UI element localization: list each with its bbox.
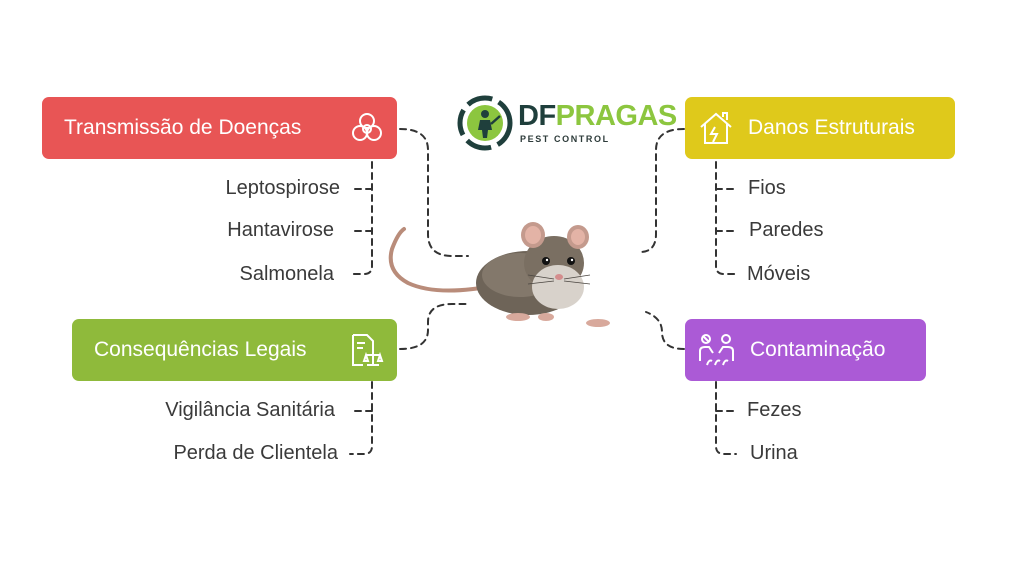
contamination-people-icon	[697, 331, 737, 369]
structural-item-fios: Fios	[748, 177, 786, 199]
category-contamination-title: Contaminação	[750, 338, 886, 361]
logo-emblem-icon	[457, 95, 513, 151]
disease-item-salmonela: Salmonela	[239, 263, 334, 285]
category-contamination-box: Contaminação	[685, 319, 926, 381]
connector-structural	[639, 128, 685, 253]
biohazard-icon	[349, 110, 385, 146]
connector-disease-items	[349, 161, 373, 275]
logo-brand-df: DF	[518, 100, 556, 132]
structural-item-paredes: Paredes	[749, 219, 824, 241]
contamination-item-urina: Urina	[750, 442, 798, 464]
rat-illustration	[388, 222, 610, 327]
legal-item-vigilancia: Vigilância Sanitária	[165, 399, 335, 421]
category-structural-box: Danos Estruturais	[685, 97, 955, 159]
df-pragas-logo: DFPRAGAS PEST CONTROL	[456, 94, 677, 152]
category-disease-title: Transmissão de Doenças	[64, 116, 302, 139]
category-disease-box: Transmissão de Doenças	[42, 97, 397, 159]
legal-item-clientela: Perda de Clientela	[173, 442, 338, 464]
connector-contamination	[645, 311, 685, 350]
logo-title: DFPRAGAS	[518, 102, 677, 131]
connector-legal-items	[349, 381, 373, 455]
logo-brand-pragas: PRAGAS	[555, 100, 678, 132]
logo-subtitle: PEST CONTROL	[520, 134, 610, 144]
disease-item-leptospirose: Leptospirose	[225, 177, 340, 199]
damaged-house-icon	[697, 109, 735, 147]
category-legal-title: Consequências Legais	[94, 338, 307, 361]
disease-item-hantavirose: Hantavirose	[227, 219, 334, 241]
category-structural-title: Danos Estruturais	[748, 116, 915, 139]
category-legal-box: Consequências Legais	[72, 319, 397, 381]
structural-item-moveis: Móveis	[747, 263, 811, 285]
connector-disease	[399, 128, 469, 257]
connector-contamination-items	[715, 381, 737, 455]
connector-legal	[399, 303, 469, 350]
contamination-item-fezes: Fezes	[747, 399, 802, 421]
connector-structural-items	[715, 161, 737, 275]
legal-document-scale-icon	[347, 331, 385, 369]
